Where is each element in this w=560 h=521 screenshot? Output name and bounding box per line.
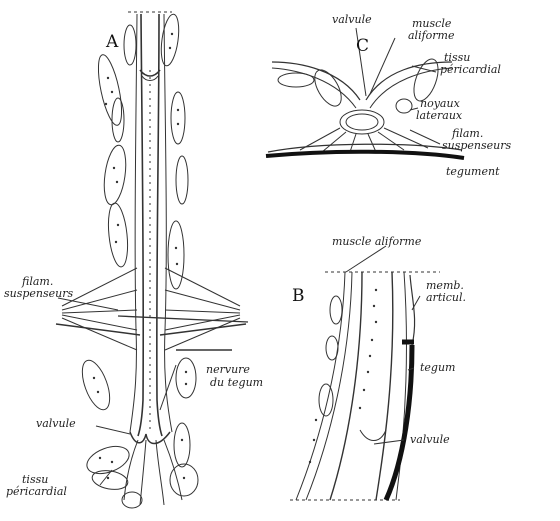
- label-filam-c: filam.: [452, 128, 483, 139]
- label-aliforme-c: aliforme: [408, 30, 455, 41]
- label-du-tegum: du tegum: [210, 377, 263, 388]
- label-pericardial-a: péricardial: [6, 486, 67, 497]
- label-tissu-c: tissu: [444, 52, 470, 63]
- label-nervure: nervure: [206, 364, 250, 375]
- label-valvule-c: valvule: [332, 14, 372, 25]
- label-tegum-b: tegum: [420, 362, 456, 373]
- label-articul: articul.: [426, 292, 466, 303]
- label-memb: memb.: [426, 280, 464, 291]
- panel-label-a: A: [106, 32, 118, 52]
- label-muscle-aliforme-b: muscle aliforme: [332, 236, 421, 247]
- panel-label-c: C: [356, 36, 369, 56]
- label-pericardial-c: péricardial: [440, 64, 501, 75]
- label-muscle-c: muscle: [412, 18, 451, 29]
- label-suspenseurs: suspenseurs: [4, 288, 73, 299]
- label-suspenseurs-c: suspenseurs: [442, 140, 511, 151]
- label-valvule-a: valvule: [36, 418, 76, 429]
- label-filam: filam.: [22, 276, 53, 287]
- label-valvule-b: valvule: [410, 434, 450, 445]
- label-lateraux: lateraux: [416, 110, 462, 121]
- label-tissu-a: tissu: [22, 474, 48, 485]
- panel-b-drawing: [290, 246, 440, 500]
- label-noyaux: noyaux: [420, 98, 460, 109]
- label-tegument: tegument: [446, 166, 500, 177]
- panel-a-drawing: [56, 12, 248, 508]
- panel-label-b: B: [292, 286, 305, 306]
